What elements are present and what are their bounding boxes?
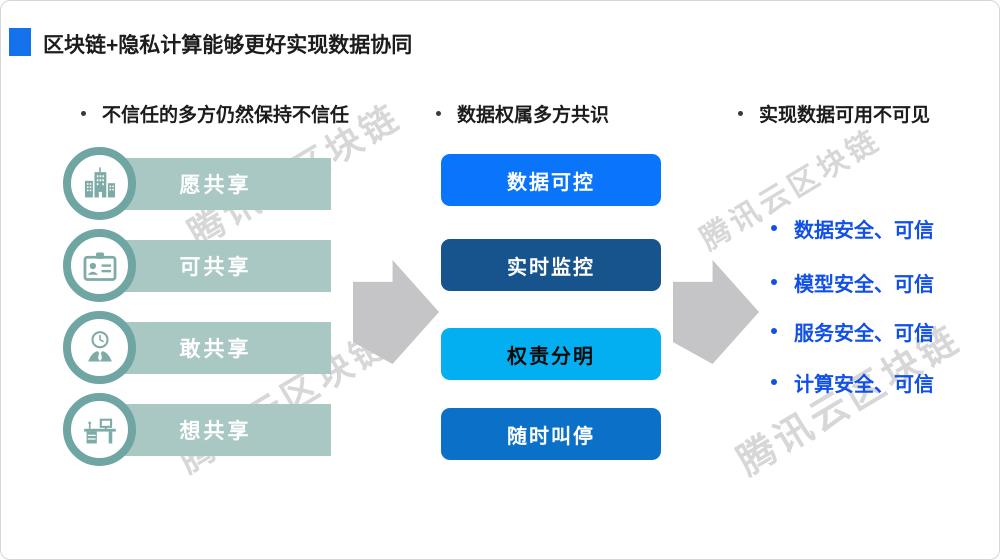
bullet-dot-icon	[436, 110, 441, 116]
bullet-dot-icon	[81, 110, 86, 116]
bullet-dot-icon	[738, 110, 743, 116]
icon-circle	[63, 311, 136, 384]
outcome-item: 模型安全、可信	[771, 269, 934, 296]
bullet-dot-icon	[771, 379, 777, 385]
bullet-dot-icon	[771, 328, 777, 334]
desk-icon	[83, 418, 116, 443]
right-arrow-icon	[353, 260, 439, 364]
bullet-dot-icon	[771, 225, 777, 231]
share-bar: 愿共享	[100, 158, 331, 210]
right-column-header: 实现数据可用不可见	[738, 102, 931, 126]
id-badge-icon	[83, 252, 116, 281]
outcome-item-label: 服务安全、可信	[794, 322, 934, 345]
share-bar-label: 愿共享	[179, 174, 252, 197]
right-column-header-label: 实现数据可用不可见	[759, 104, 931, 126]
page-title: 区块链+隐私计算能够更好实现数据协同	[43, 34, 413, 57]
right-arrow-icon	[673, 260, 759, 364]
outcome-item-label: 计算安全、可信	[794, 373, 934, 396]
city-buildings-icon	[84, 166, 115, 197]
middle-column-header: 数据权属多方共识	[436, 102, 610, 126]
share-bar-label: 敢共享	[179, 338, 252, 361]
share-bar: 想共享	[100, 404, 331, 456]
outcome-item-label: 数据安全、可信	[794, 219, 934, 242]
left-column-header-label: 不信任的多方仍然保持不信任	[102, 104, 350, 126]
person-globe-icon	[87, 330, 112, 361]
icon-circle	[63, 229, 136, 302]
benefit-block: 随时叫停	[441, 408, 661, 460]
title-accent-marker	[9, 28, 31, 56]
icon-circle	[63, 147, 136, 220]
left-column-header: 不信任的多方仍然保持不信任	[81, 102, 350, 126]
middle-column-header-label: 数据权属多方共识	[457, 104, 610, 126]
benefit-block: 实时监控	[441, 239, 661, 291]
benefit-block-label: 随时叫停	[507, 425, 595, 448]
bullet-dot-icon	[771, 279, 777, 285]
benefit-block: 数据可控	[441, 154, 661, 206]
benefit-block-label: 数据可控	[507, 171, 595, 194]
share-bar-label: 可共享	[179, 256, 252, 279]
share-bar: 敢共享	[100, 322, 331, 374]
benefit-block-label: 权责分明	[507, 345, 595, 368]
outcome-item-label: 模型安全、可信	[794, 273, 934, 296]
outcome-item: 服务安全、可信	[771, 318, 934, 345]
benefit-block-label: 实时监控	[507, 256, 595, 279]
outcome-item: 计算安全、可信	[771, 369, 934, 396]
benefit-block: 权责分明	[441, 328, 661, 380]
outcome-item: 数据安全、可信	[771, 215, 934, 242]
icon-circle	[63, 393, 136, 466]
share-bar: 可共享	[100, 240, 331, 292]
share-bar-label: 想共享	[179, 420, 252, 443]
